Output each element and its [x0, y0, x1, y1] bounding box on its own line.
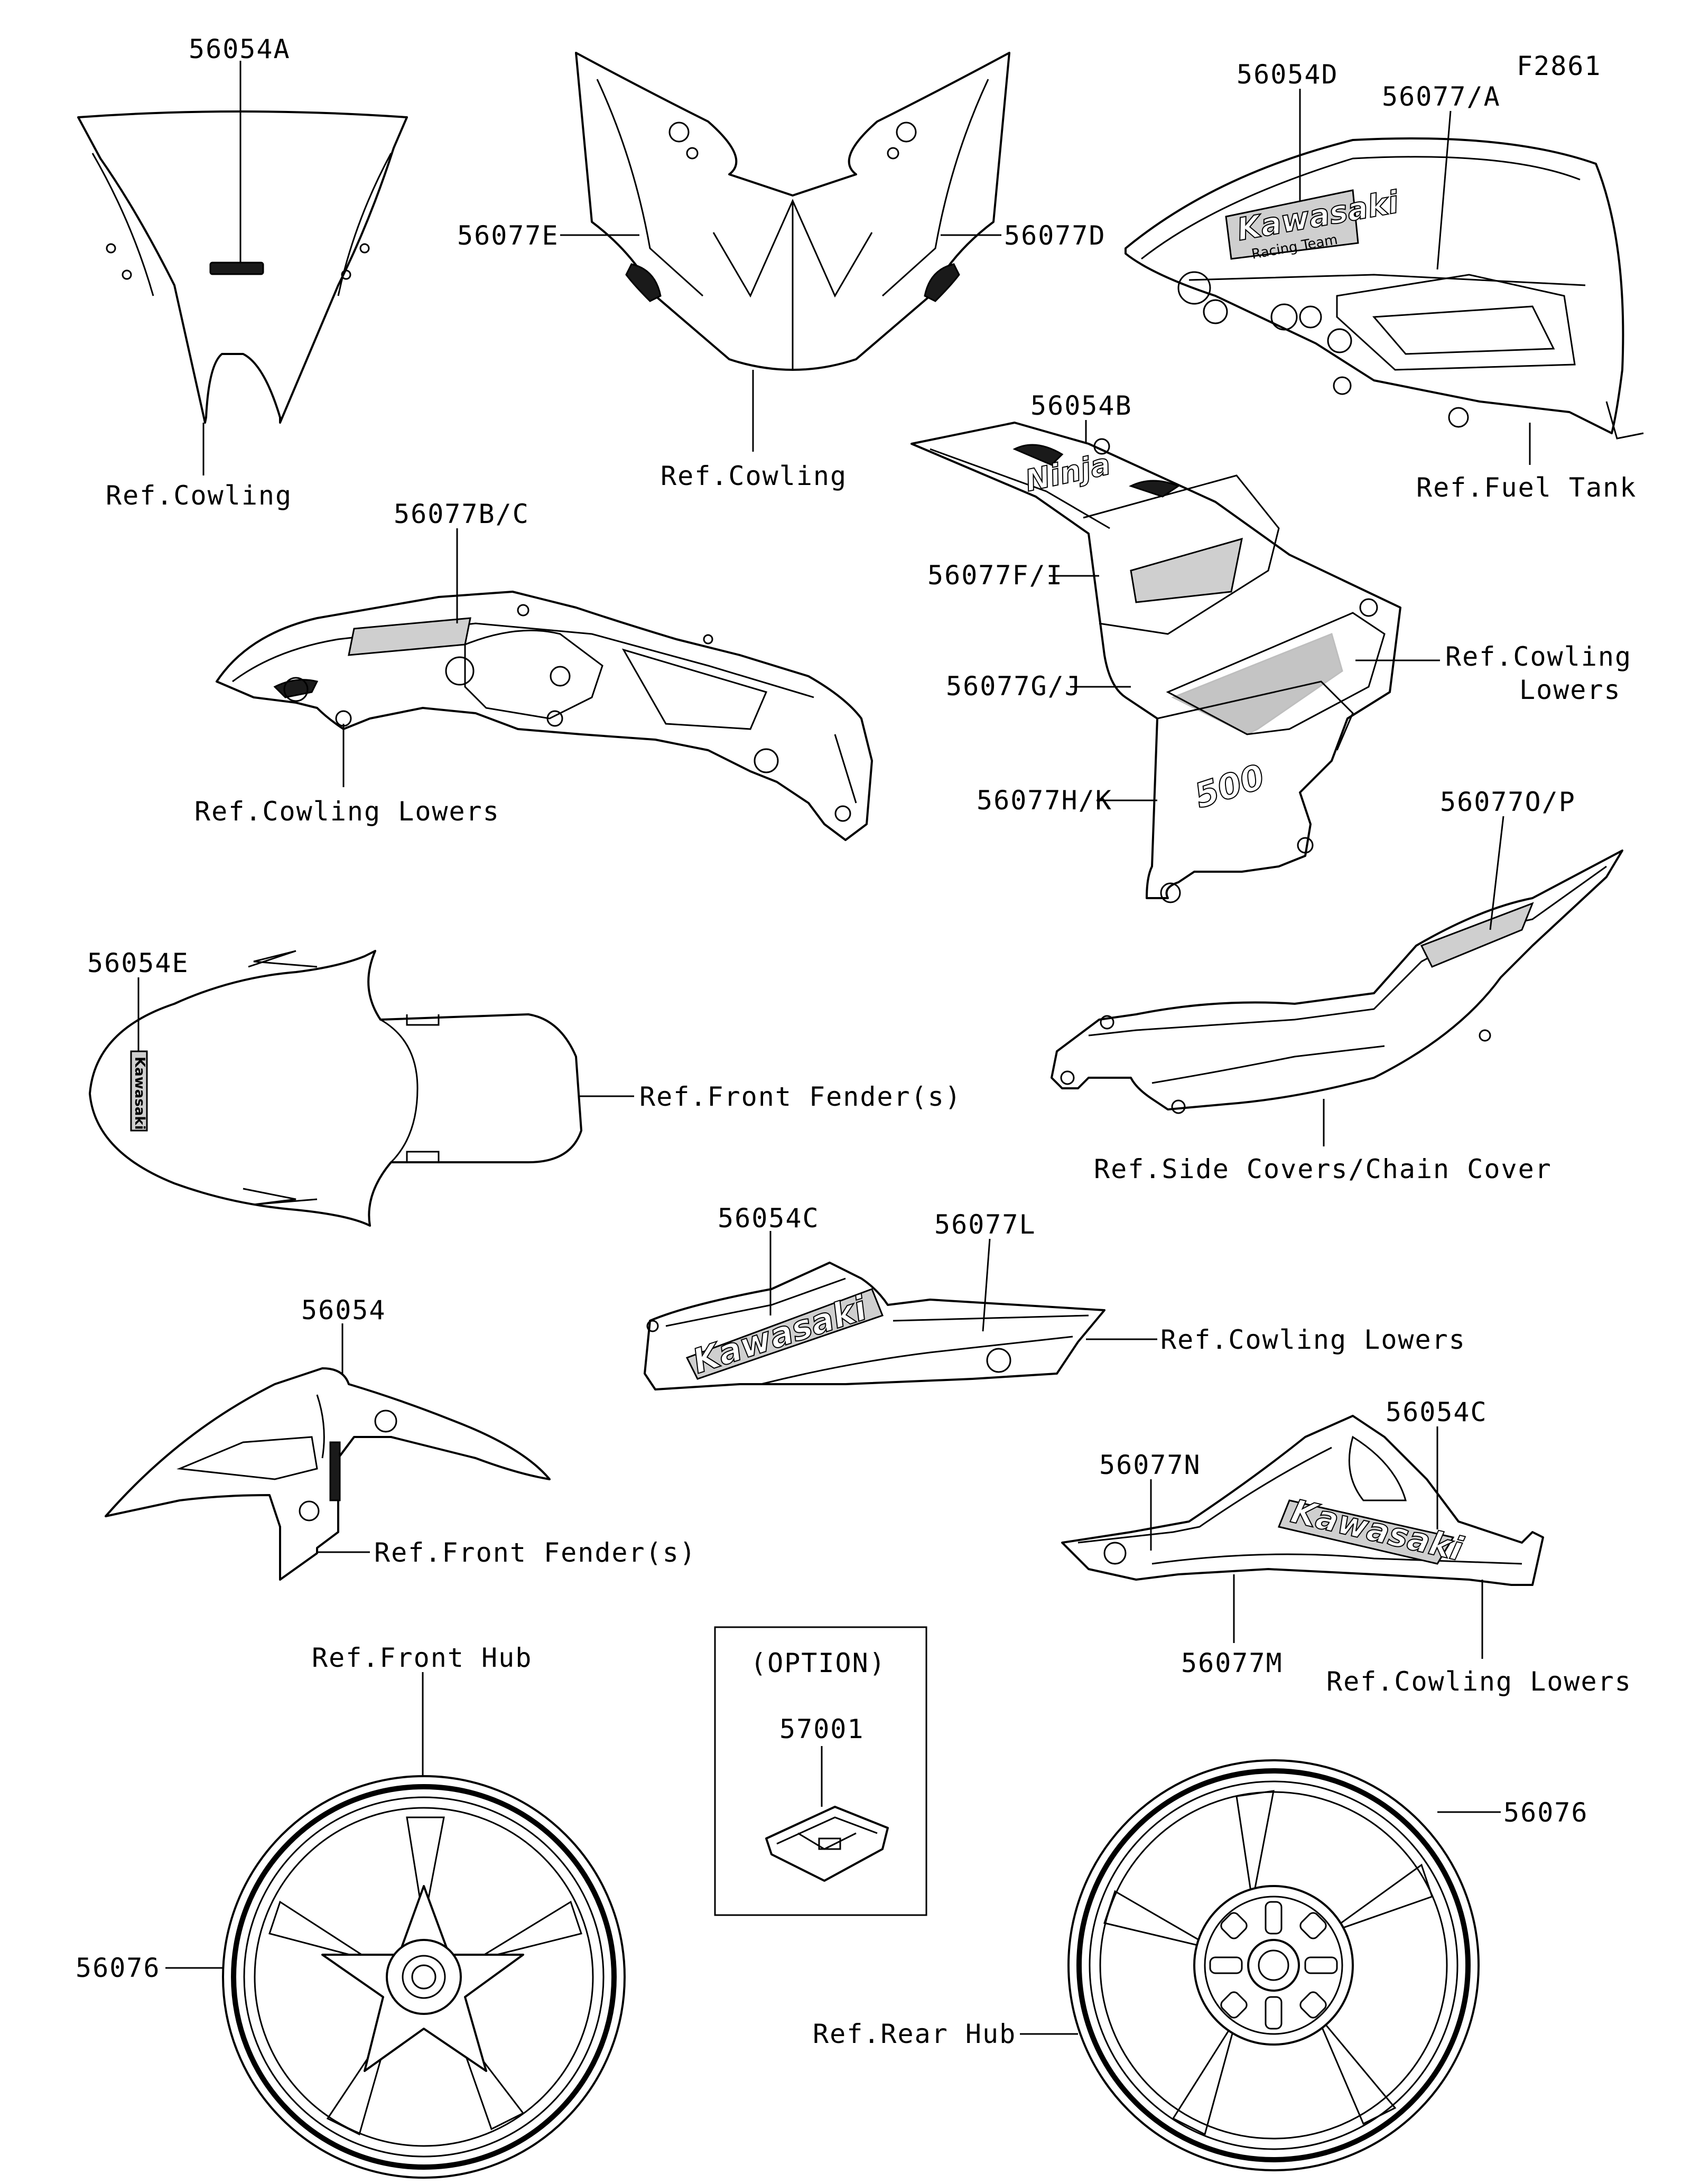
- label-inner-fairing-ref: Ref.Cowling Lowers: [194, 796, 500, 827]
- label-rear-wheel-ref: Ref.Rear Hub: [813, 2019, 1016, 2049]
- label-tail-ref: Ref.Side Covers/Chain Cover: [1094, 1154, 1552, 1184]
- label-56054C-right: 56054C: [1386, 1397, 1488, 1427]
- leader-56077L: [982, 1238, 991, 1332]
- rear-wheel: [1067, 1759, 1480, 2171]
- front-wheel: [222, 1775, 626, 2179]
- leader-56077A: [1436, 110, 1452, 270]
- label-57001: 57001: [779, 1714, 865, 1744]
- option-clip: [765, 1806, 889, 1882]
- label-56077L: 56077L: [934, 1209, 1036, 1240]
- fender-top-brand-text: Kawasaki: [132, 1057, 147, 1130]
- belly-left-logo-decal: [685, 1288, 884, 1380]
- front-fender-side: [105, 1367, 551, 1581]
- label-56054D: 56054D: [1237, 59, 1339, 90]
- label-56077A: 56077/A: [1382, 81, 1501, 112]
- belly-pan-right: Kawasaki: [1061, 1415, 1544, 1586]
- label-56054B: 56054B: [1030, 390, 1132, 421]
- tank-logo-decal: [1225, 189, 1359, 260]
- label-fender-side-ref: Ref.Front Fender(s): [374, 1537, 696, 1568]
- front-cowl: [575, 52, 1010, 371]
- label-front-wheel-ref: Ref.Front Hub: [312, 1642, 532, 1673]
- rear-wheel-spokes: [1103, 1790, 1433, 2136]
- tail-cover: [1051, 850, 1623, 1114]
- front-wheel-spokes: [268, 1816, 582, 2136]
- label-56054C-left: 56054C: [718, 1203, 820, 1234]
- label-56077D: 56077D: [1004, 220, 1106, 251]
- label-windshield-ref: Ref.Cowling: [106, 480, 292, 511]
- option-box: (OPTION) 57001: [714, 1626, 927, 1916]
- label-56077O: 56077O/P: [1440, 787, 1576, 817]
- front-fender-top: Kawasaki: [89, 950, 582, 1227]
- label-56077N: 56077N: [1099, 1450, 1201, 1480]
- fender-side-decal: [329, 1441, 341, 1501]
- tail-decal: [1420, 902, 1534, 968]
- label-side-fairing-ref-2: Lowers: [1519, 675, 1621, 705]
- label-56054: 56054: [301, 1295, 386, 1326]
- label-56077G: 56077G/J: [946, 671, 1082, 702]
- label-belly-left-ref: Ref.Cowling Lowers: [1160, 1324, 1466, 1355]
- label-56077H: 56077H/K: [977, 785, 1112, 816]
- side-fairing: Ninja 500: [910, 422, 1401, 903]
- label-56077E: 56077E: [457, 220, 559, 251]
- label-rear-wheel-part: 56076: [1503, 1797, 1588, 1828]
- label-56077M: 56077M: [1181, 1648, 1283, 1678]
- windshield-logo-decal: [209, 262, 264, 275]
- option-title: (OPTION): [750, 1648, 886, 1678]
- figure-code: F2861: [1517, 51, 1602, 81]
- label-56077F: 56077F/I: [927, 560, 1063, 591]
- leader-56077O: [1489, 816, 1504, 930]
- belly-right-logo-decal: [1277, 1499, 1455, 1565]
- label-56054A: 56054A: [189, 34, 291, 64]
- label-belly-right-ref: Ref.Cowling Lowers: [1326, 1666, 1632, 1697]
- windshield: [77, 110, 408, 424]
- fuel-tank: Kawasaki Racing Team: [1125, 137, 1644, 440]
- label-side-fairing-ref-1: Ref.Cowling: [1445, 641, 1632, 672]
- label-56054E: 56054E: [87, 948, 189, 978]
- label-56077B: 56077B/C: [394, 499, 529, 529]
- label-front-wheel-part: 56076: [76, 1953, 161, 1983]
- label-fender-top-ref: Ref.Front Fender(s): [639, 1081, 962, 1112]
- rear-hub-slots: [1209, 1901, 1338, 2030]
- belly-pan-left: Kawasaki: [644, 1262, 1105, 1390]
- label-tank-ref: Ref.Fuel Tank: [1416, 472, 1637, 503]
- label-front-cowl-ref: Ref.Cowling: [661, 461, 847, 491]
